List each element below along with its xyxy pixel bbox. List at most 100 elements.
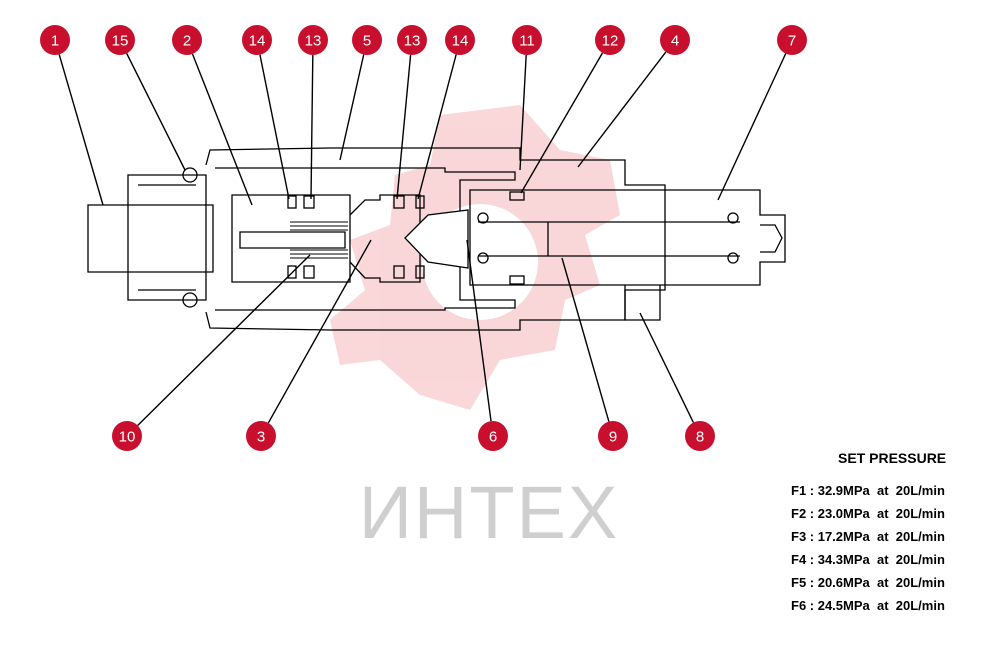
spec-row-f5: F5 : 20.6MPa at 20L/min [791,575,945,590]
callout-badge [40,25,70,55]
callout-c11: 11 [512,25,542,55]
leader-line-c11 [519,54,527,171]
callout-c8: 8 [685,421,715,451]
part-13-seal-right [393,195,405,209]
callout-c4: 4 [660,25,690,55]
leader-line-c13a [310,54,314,200]
part-14-backup-ring-right [415,195,425,209]
callout-badge [397,25,427,55]
part-9-spring [478,221,740,257]
callout-c14b: 14 [445,25,475,55]
callout-number: 4 [671,33,679,50]
callout-badge [246,421,276,451]
callout-number: 14 [452,33,469,50]
callout-number: 13 [305,33,322,50]
set-pressure-title: SET PRESSURE [838,450,947,466]
callout-number: 12 [602,33,619,50]
part-13-seal-left [303,195,315,209]
leader-line-c6 [466,239,492,422]
part-14-backup-ring-left-bottom [287,265,297,279]
callout-c14a: 14 [242,25,272,55]
callout-c1: 1 [40,25,70,55]
callout-number: 5 [363,33,371,50]
part-6-poppet [404,209,469,269]
callout-badge [105,25,135,55]
part-12-seal-bottom [509,275,525,285]
callout-badge [352,25,382,55]
part-7-adjuster [469,189,786,286]
part-13-seal-right-bottom [393,265,405,279]
part-14-backup-ring-left [287,195,297,209]
spec-row-f3: F3 : 17.2MPa at 20L/min [791,529,945,544]
callout-badge [595,25,625,55]
part-12-seal [509,191,525,201]
part-8-locknut [624,285,661,321]
callout-c2: 2 [172,25,202,55]
leader-line-c7 [717,53,787,201]
callout-c13a: 13 [298,25,328,55]
leader-line-c14b [417,54,457,200]
callout-number: 11 [519,33,535,50]
part-9-spring-end-top [477,212,489,224]
leader-lines [58,51,787,426]
callout-c7: 7 [777,25,807,55]
part-2-piston-bore [239,231,346,249]
callout-badge [512,25,542,55]
watermark-gear-shape [330,105,620,410]
callout-badge [598,421,628,451]
callout-badge [478,421,508,451]
leader-line-c12 [520,52,604,194]
part-15-o-ring-bottom [182,292,198,308]
part-13-seal-left-bottom [303,265,315,279]
leader-line-c9 [561,257,610,422]
callout-badge [445,25,475,55]
part-5-housing-outer [205,147,666,331]
callout-c6: 6 [478,421,508,451]
part-7-tip [760,224,783,253]
callout-number: 1 [51,33,59,50]
part-10-spring-left [290,221,348,259]
callout-number: 8 [696,429,704,446]
part-1-end-fitting [87,204,214,273]
watermark-logo [330,105,620,410]
part-14-backup-ring-right-bottom [415,265,425,279]
spec-row-f6: F6 : 24.5MPa at 20L/min [791,598,945,613]
spec-row-f4: F4 : 34.3MPa at 20L/min [791,552,945,567]
leader-line-c10 [137,254,311,426]
callout-badge [660,25,690,55]
callout-number: 3 [257,429,265,446]
callout-c15: 15 [105,25,135,55]
callout-badge [172,25,202,55]
callout-number: 14 [249,33,266,50]
part-9-spring-end-bottom [477,252,489,264]
leader-line-c14a [259,54,290,200]
part-1-flange [127,174,207,301]
callout-number: 2 [183,33,191,50]
part-9-spring-end-top-right [727,212,739,224]
part-9-spring-end-bottom-right [727,252,739,264]
leader-line-c5 [339,54,365,161]
leader-line-c15 [126,53,186,171]
callout-c12: 12 [595,25,625,55]
callout-badge [777,25,807,55]
callout-number: 7 [788,33,796,50]
callout-number: 10 [119,429,136,446]
part-15-o-ring-top [182,167,198,183]
callout-c9: 9 [598,421,628,451]
callout-badge [242,25,272,55]
spec-row-f2: F2 : 23.0MPa at 20L/min [791,506,945,521]
callout-badge [685,421,715,451]
callout-c5: 5 [352,25,382,55]
callout-c3: 3 [246,421,276,451]
spec-row-f1: F1 : 32.9MPa at 20L/min [791,483,945,498]
watermark-text: ИНТЕХ [359,471,620,554]
callout-number: 15 [112,33,129,50]
leader-line-c8 [639,312,695,423]
leader-line-c2 [191,53,253,206]
callout-c10: 10 [112,421,142,451]
callout-number: 6 [489,429,497,446]
leader-line-c13b [396,54,412,200]
